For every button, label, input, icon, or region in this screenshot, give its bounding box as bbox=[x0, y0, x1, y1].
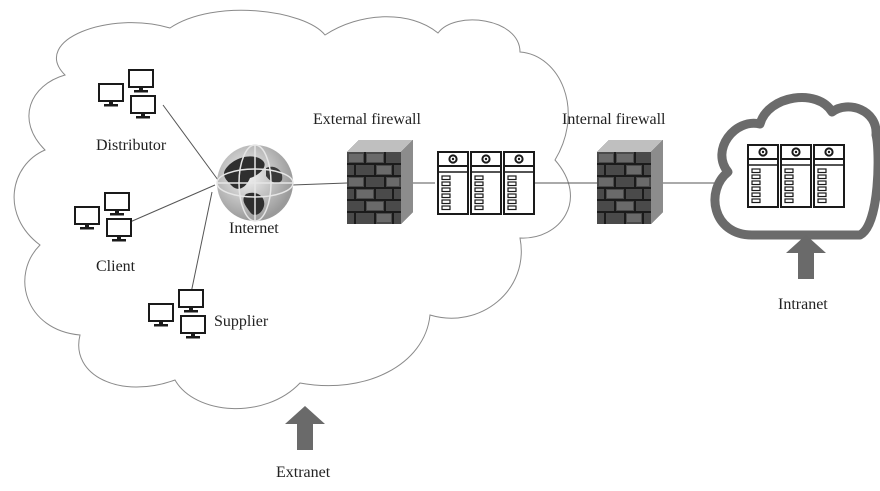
globe-icon bbox=[216, 144, 294, 222]
supplier-label: Supplier bbox=[214, 313, 269, 330]
internet-label: Internet bbox=[229, 220, 279, 237]
external-firewall-label: External firewall bbox=[313, 111, 421, 128]
internal-firewall-label: Internal firewall bbox=[562, 111, 666, 128]
extranet-up-arrow-icon bbox=[285, 406, 325, 450]
intranet-label: Intranet bbox=[778, 296, 828, 313]
connection-lines bbox=[129, 104, 746, 299]
client-computers-icon bbox=[75, 193, 131, 242]
external-firewall-icon bbox=[346, 139, 414, 225]
intranet-up-arrow-icon bbox=[786, 235, 826, 279]
dmz-servers-icon bbox=[438, 152, 534, 214]
extranet-cloud bbox=[13, 9, 571, 410]
extranet-label: Extranet bbox=[276, 464, 331, 481]
distributor-label: Distributor bbox=[96, 137, 167, 154]
distributor-computers-icon bbox=[99, 70, 155, 119]
intranet-servers-icon bbox=[748, 145, 844, 207]
supplier-computers-icon bbox=[149, 290, 205, 339]
client-label: Client bbox=[96, 258, 136, 275]
internal-firewall-icon bbox=[596, 139, 664, 225]
